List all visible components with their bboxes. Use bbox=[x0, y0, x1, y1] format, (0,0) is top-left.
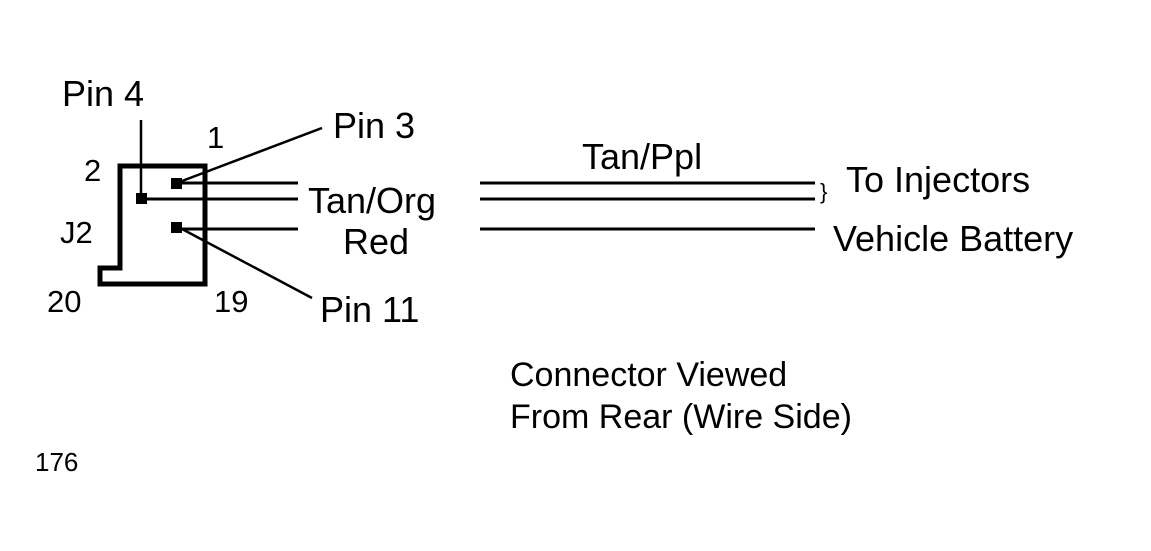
pin-11-leader bbox=[181, 227, 313, 300]
to-injectors-label: To Injectors bbox=[846, 159, 1030, 200]
cavity-20-label: 20 bbox=[47, 284, 81, 319]
wire-tan-org-label: Tan/Org bbox=[308, 180, 436, 221]
cavity-2-label: 2 bbox=[84, 153, 101, 188]
pin-4-label: Pin 4 bbox=[62, 73, 144, 114]
caption-line-1: Connector Viewed bbox=[510, 356, 787, 394]
cavity-19-label: 19 bbox=[214, 284, 248, 319]
cavity-1-label: 1 bbox=[207, 120, 224, 155]
connector-body bbox=[97, 163, 208, 287]
pin-11-terminal bbox=[171, 222, 182, 233]
pin-3-leader bbox=[181, 126, 323, 183]
pin-3-label: Pin 3 bbox=[333, 105, 415, 146]
wire-tan-ppl-label: Tan/Ppl bbox=[582, 136, 702, 177]
wire-red-label: Red bbox=[343, 221, 409, 262]
caption-line-2: From Rear (Wire Side) bbox=[510, 398, 852, 436]
connector-j2-label: J2 bbox=[60, 215, 93, 250]
brace-symbol: } bbox=[820, 179, 827, 204]
pin-4-terminal bbox=[136, 193, 147, 204]
vehicle-battery-label: Vehicle Battery bbox=[833, 218, 1073, 259]
figure-number: 176 bbox=[35, 447, 78, 477]
pin-11-label: Pin 11 bbox=[320, 289, 419, 330]
pin-3-terminal bbox=[171, 178, 182, 189]
